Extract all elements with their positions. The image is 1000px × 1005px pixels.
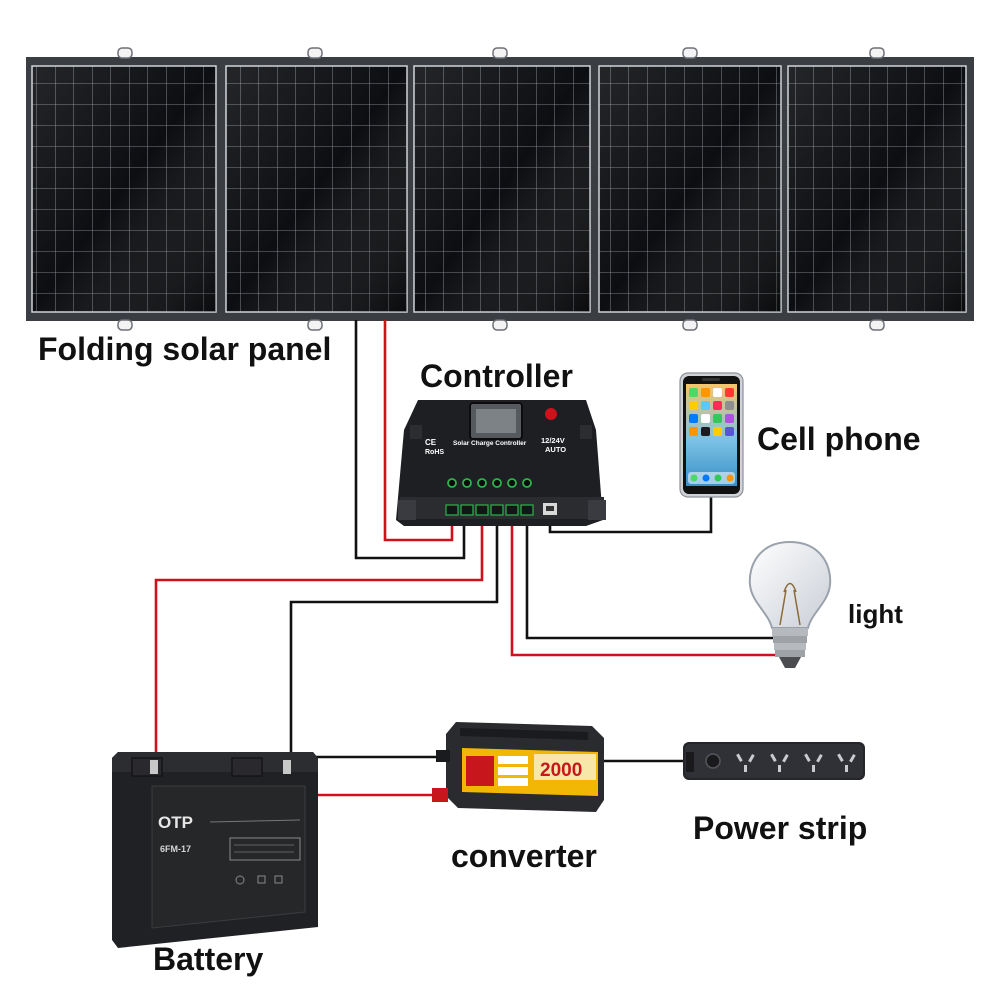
controller-model-text: Solar Charge Controller <box>453 440 527 447</box>
panel-segment-4 <box>598 65 782 313</box>
controller-voltage-text: 12/24V <box>541 436 565 445</box>
solar-panel-label: Folding solar panel <box>38 331 332 367</box>
folding-solar-panel <box>26 47 974 331</box>
battery-brand: OTP <box>158 813 193 832</box>
battery-positive-wire <box>154 525 484 762</box>
panel-positive-wire <box>383 320 454 542</box>
battery-positive-terminal <box>150 760 158 774</box>
controller-terminals <box>445 478 557 516</box>
converter-negative-terminal <box>436 750 450 762</box>
rohs-mark: RoHS <box>425 449 444 456</box>
converter-label: converter <box>451 838 597 874</box>
power-strip-label: Power strip <box>693 810 868 846</box>
controller-label: Controller <box>420 358 573 394</box>
battery-device: OTP 6FM-17 <box>112 752 318 948</box>
battery-model: 6FM-17 <box>160 844 191 854</box>
panel-negative-wire <box>354 320 466 560</box>
charge-controller: CE RoHS Solar Charge Controller 12/24V A… <box>396 400 606 526</box>
panel-tabs <box>117 47 885 331</box>
panel-segment-1 <box>31 65 217 313</box>
light-label: light <box>848 599 903 629</box>
light-negative-wire <box>525 525 775 640</box>
controller-button[interactable] <box>545 408 557 420</box>
cell-phone-device <box>679 372 744 498</box>
converter-positive-terminal <box>432 788 448 802</box>
light-positive-wire <box>510 525 775 657</box>
converter-device: 2000 <box>432 722 604 812</box>
battery-label: Battery <box>153 941 264 977</box>
panel-segment-3 <box>413 65 591 313</box>
ce-mark: CE <box>425 438 437 447</box>
panel-segment-5 <box>787 65 967 313</box>
app-icon-grid <box>689 388 734 436</box>
power-strip-sockets <box>736 753 856 772</box>
cell-phone-label: Cell phone <box>757 421 921 457</box>
power-strip-device <box>683 742 865 780</box>
battery-negative-terminal <box>283 760 291 774</box>
panel-segment-2 <box>225 65 408 313</box>
power-strip-switch[interactable] <box>705 753 721 769</box>
light-bulb <box>748 540 832 668</box>
phone-dock <box>688 472 735 484</box>
converter-rating: 2000 <box>540 760 582 781</box>
battery-negative-wire <box>289 525 499 755</box>
controller-mode-text: AUTO <box>545 445 566 454</box>
